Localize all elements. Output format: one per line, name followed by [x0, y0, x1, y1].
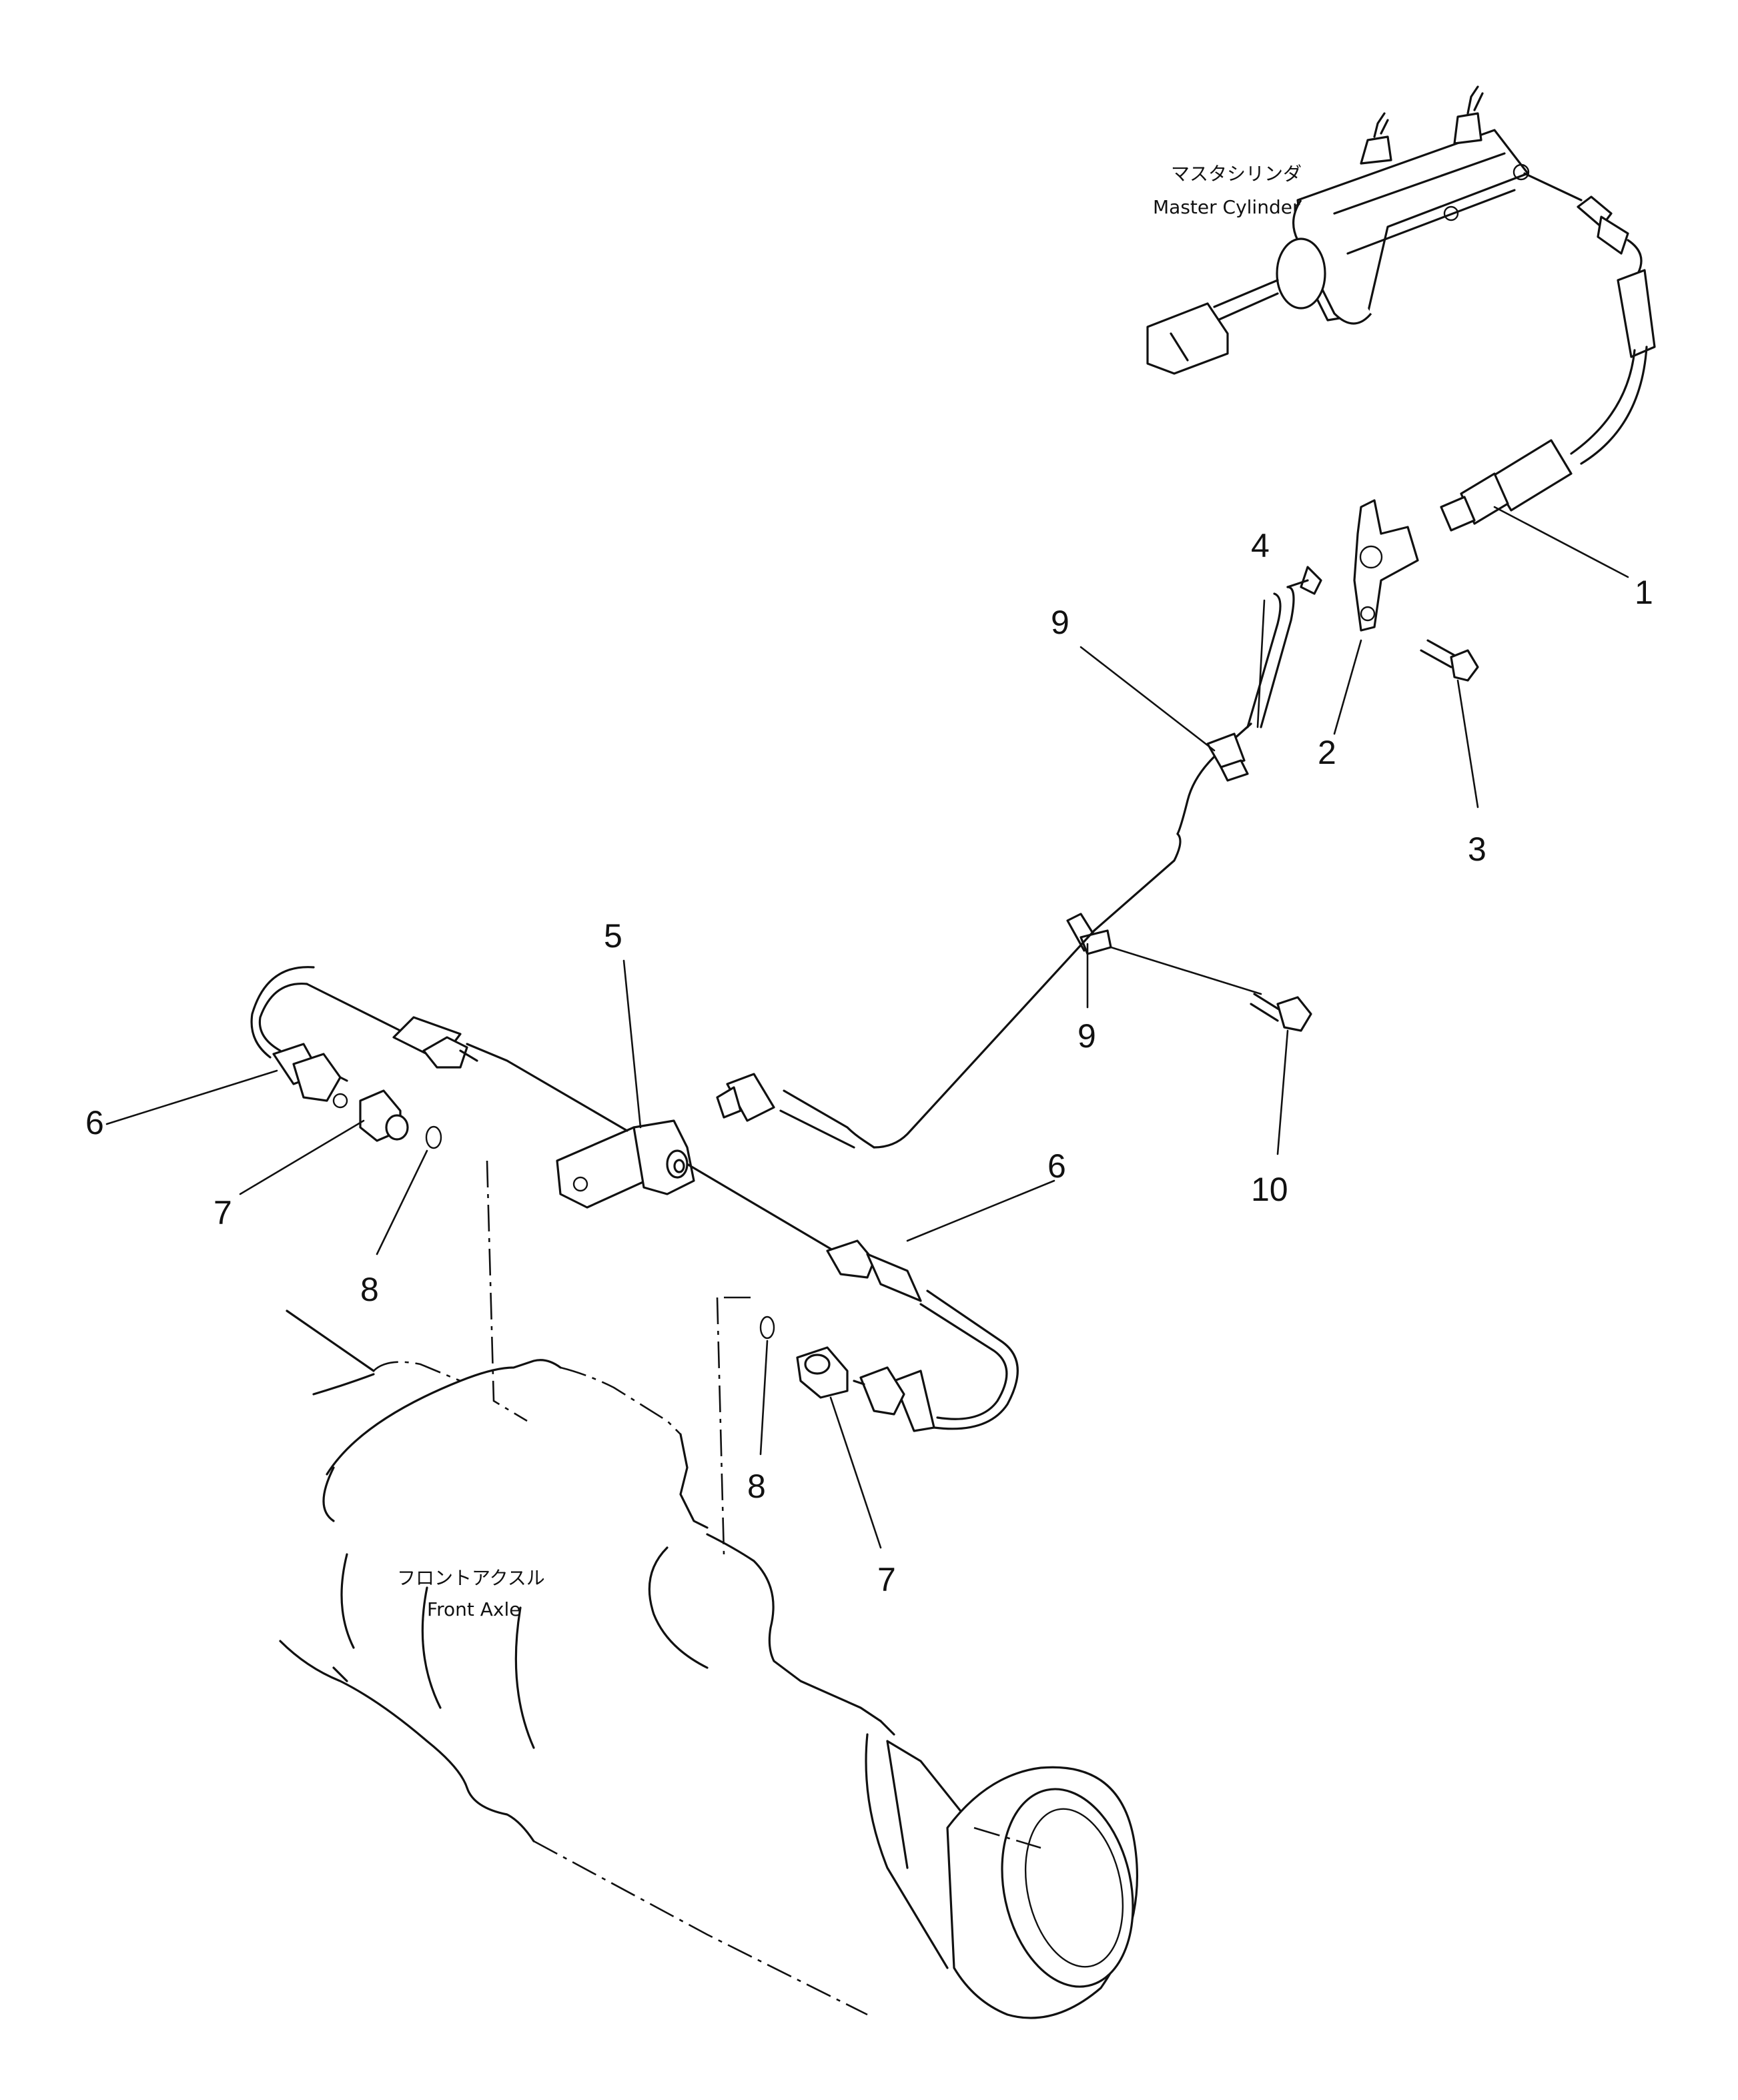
- callout-7-right: 7: [877, 1561, 896, 1598]
- part-9-clamp-lower: [1066, 913, 1112, 955]
- callout-9-upper: 9: [1051, 604, 1069, 641]
- part-6-fitting-right: [853, 1366, 905, 1416]
- part-10-bolt: [1250, 993, 1312, 1032]
- master-cylinder-label-en: Master Cylinder: [1153, 196, 1300, 218]
- callout-4: 4: [1251, 527, 1270, 564]
- callout-3: 3: [1468, 831, 1486, 868]
- part-7-nut-right: [796, 1346, 849, 1399]
- part-7-nut-left: [359, 1089, 409, 1142]
- part-8-oring-left: [425, 1125, 442, 1149]
- part-3-bolt: [1420, 639, 1479, 682]
- callout-7-left: 7: [213, 1194, 232, 1231]
- front-axle-label-jp: フロントアクスル: [397, 1567, 545, 1589]
- callout-2: 2: [1318, 734, 1336, 771]
- part-1-brake-hose: [1440, 172, 1656, 532]
- part-6-fitting-left: [272, 1043, 348, 1109]
- callout-10: 10: [1251, 1171, 1288, 1208]
- part-2-bracket: [1353, 499, 1419, 632]
- part-5-junction-block: [556, 1119, 695, 1209]
- front-axle-label-en: Front Axle: [427, 1598, 520, 1620]
- left-branch-tube: [250, 966, 628, 1132]
- callout-9-lower: 9: [1077, 1017, 1096, 1055]
- part-4-brake-tube: [1093, 566, 1322, 932]
- lower-brake-tube: [716, 929, 1096, 1149]
- callout-5: 5: [604, 917, 622, 955]
- callout-6-right: 6: [1047, 1147, 1066, 1185]
- part-8-oring-right: [759, 1316, 775, 1340]
- leader-lines: [105, 506, 1629, 1549]
- right-branch-tube: [686, 1163, 1019, 1432]
- part-9-clamp-upper: [1206, 732, 1249, 782]
- front-axle: [279, 1160, 1138, 2019]
- callout-8-right: 8: [747, 1468, 766, 1505]
- callout-1: 1: [1635, 574, 1653, 611]
- master-cylinder-label-jp: マスタシリンダ: [1171, 163, 1302, 185]
- callout-8-left: 8: [360, 1271, 379, 1308]
- callout-6-left: 6: [85, 1104, 104, 1141]
- master-cylinder: [1146, 85, 1530, 375]
